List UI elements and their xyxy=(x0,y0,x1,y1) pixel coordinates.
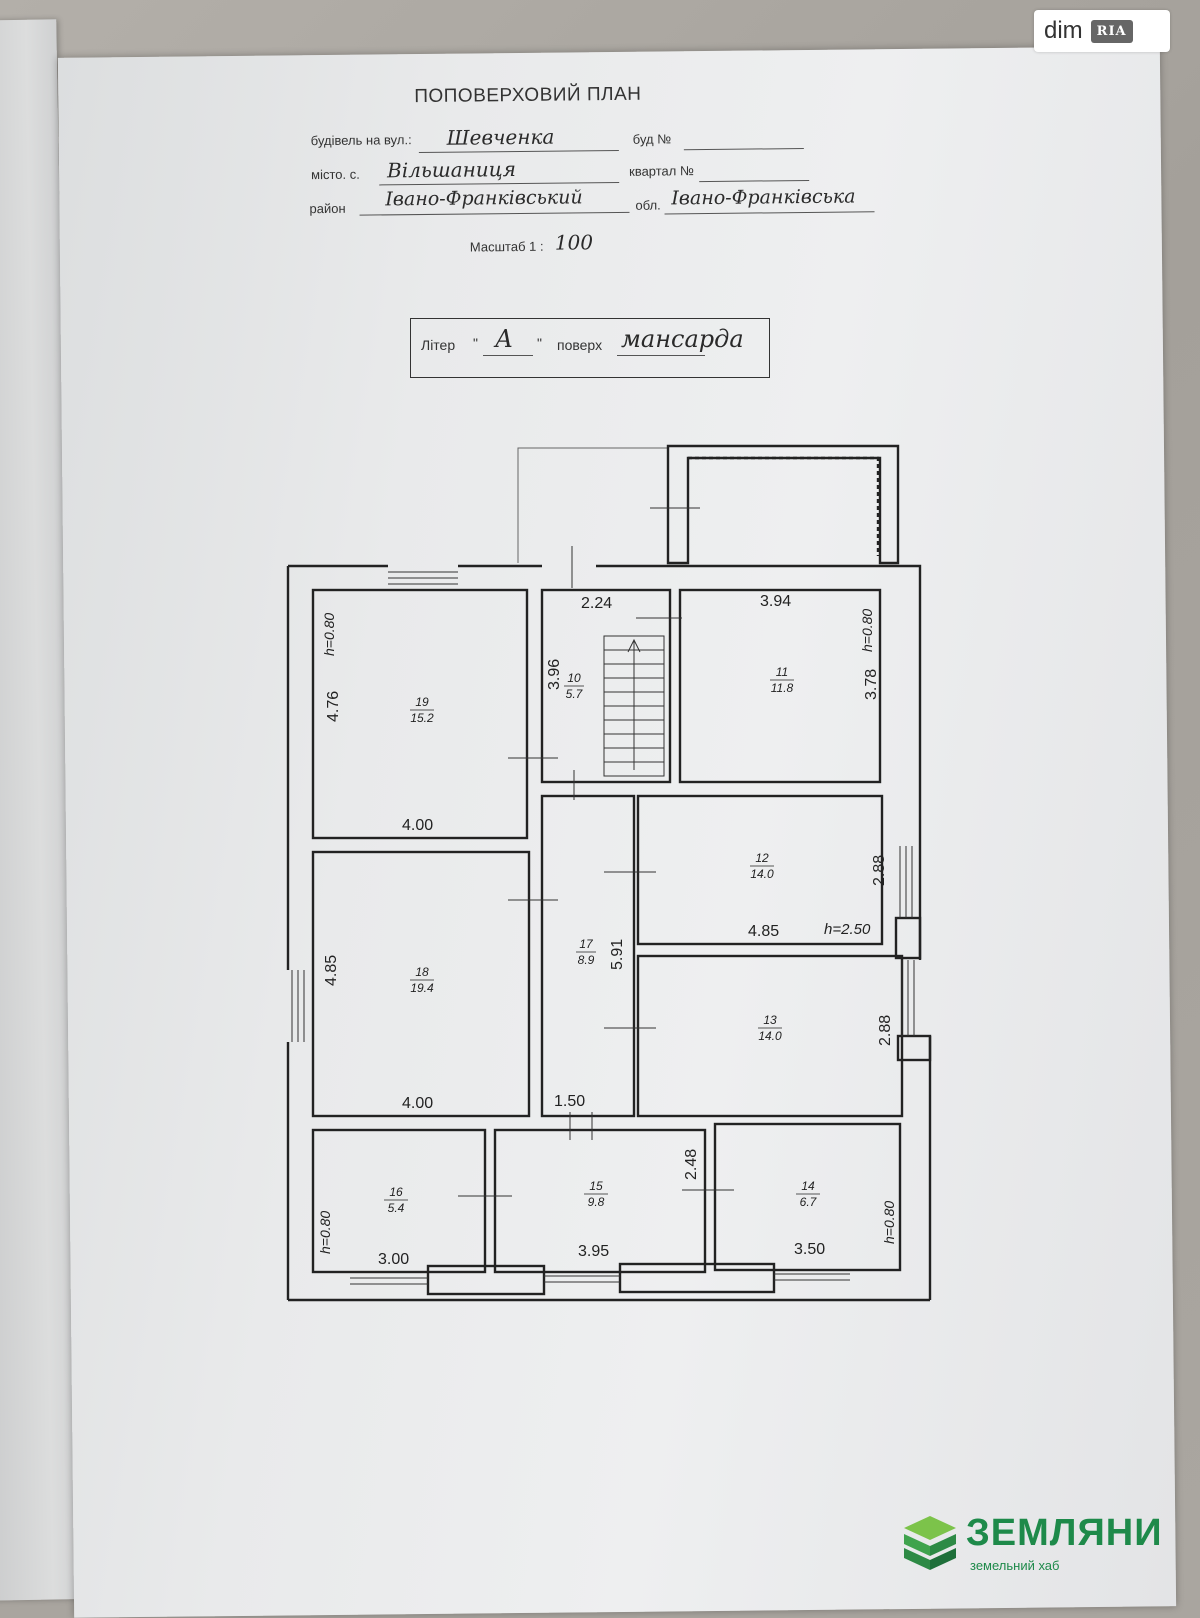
dim-label: 4.85 xyxy=(748,923,779,940)
balcony-dashed-rail xyxy=(688,456,880,556)
room-number: 15 xyxy=(589,1179,603,1193)
dim-label: 3.78 xyxy=(863,669,880,700)
liter-quote-open: " xyxy=(473,335,478,351)
room-16-outline xyxy=(311,1128,487,1274)
outer-wall-right-b xyxy=(898,564,922,960)
dim-label: 2.48 xyxy=(683,1149,700,1180)
room-19-label: 19 15.2 xyxy=(410,695,434,725)
room-14-outline xyxy=(713,1122,902,1272)
dim-label: 3.94 xyxy=(760,593,791,610)
height-label: h=0.80 xyxy=(321,613,337,656)
room-19-outline xyxy=(311,588,529,840)
floor-underline xyxy=(617,355,705,356)
room-18-label: 18 19.4 xyxy=(410,965,434,995)
ria-badge: RIA xyxy=(1090,19,1133,43)
brand-subtitle: земельний хаб xyxy=(970,1558,1060,1573)
staircase xyxy=(603,635,665,777)
dim-label: 3.95 xyxy=(578,1243,609,1260)
height-labels: h=0.80 h=0.80 h=2.50 h=0.80 h=0.80 xyxy=(317,609,897,1254)
room-number: 11 xyxy=(776,665,788,679)
room-area: 11.8 xyxy=(771,681,794,695)
room-area: 14.0 xyxy=(750,867,774,881)
room-15-outline xyxy=(493,1128,707,1274)
dim-label: 3.50 xyxy=(794,1241,825,1258)
plan-structure xyxy=(286,444,932,1302)
room-17-outline xyxy=(540,794,636,1118)
liter-label: Літер xyxy=(421,337,456,353)
dim-label: 4.85 xyxy=(323,955,340,986)
room-area: 15.2 xyxy=(410,711,434,725)
room-area: 5.4 xyxy=(388,1201,405,1215)
windows xyxy=(291,571,915,1285)
room-area: 14.0 xyxy=(758,1029,782,1043)
room-area: 9.8 xyxy=(588,1195,605,1209)
room-15-label: 15 9.8 xyxy=(584,1179,608,1209)
room-number: 14 xyxy=(801,1179,815,1193)
height-label: h=0.80 xyxy=(317,1211,333,1254)
dimension-labels: 2.24 3.94 4.76 3.96 3.78 4.00 2.88 4.85 … xyxy=(323,593,894,1268)
room-number: 18 xyxy=(415,965,429,979)
room-11-outline xyxy=(678,588,882,784)
wall-pier-bottom-b xyxy=(618,1262,776,1294)
height-label: h=2.50 xyxy=(824,921,871,938)
dim-text: dim xyxy=(1044,17,1083,44)
liter-value: А xyxy=(495,325,514,353)
wall-pier-bottom-a xyxy=(426,1264,546,1296)
dim-label: 2.88 xyxy=(877,1015,894,1046)
room-12-label: 12 14.0 xyxy=(750,851,774,881)
dim-label: 2.24 xyxy=(581,595,612,612)
room-10-outline xyxy=(540,588,672,784)
dim-label: 4.76 xyxy=(325,691,342,722)
room-area: 19.4 xyxy=(410,981,434,995)
room-17-label: 17 8.9 xyxy=(576,937,596,967)
balcony-wall xyxy=(666,444,900,565)
room-number: 19 xyxy=(415,695,429,709)
room-number: 16 xyxy=(389,1185,403,1199)
floor-label: поверх xyxy=(557,337,603,353)
dim-label: 5.91 xyxy=(609,939,626,970)
dim-label: 1.50 xyxy=(554,1093,585,1110)
door-marks xyxy=(458,507,734,1197)
zemlyany-logo-icon xyxy=(904,1516,956,1570)
floor-value: мансарда xyxy=(621,325,744,353)
room-14-label: 14 6.7 xyxy=(796,1179,820,1209)
dim-label: 2.88 xyxy=(871,855,888,886)
height-label: h=0.80 xyxy=(881,1201,897,1244)
room-11-label: 11 11.8 xyxy=(770,665,794,695)
zemlyany-watermark: ЗЕМЛЯНИ земельний хаб xyxy=(900,1512,1170,1582)
room-13-label: 13 14.0 xyxy=(758,1013,782,1043)
room-labels: 19 15.2 10 5.7 11 11.8 12 14.0 18 19.4 1… xyxy=(384,665,820,1215)
dim-label: 3.00 xyxy=(378,1251,409,1268)
dimria-watermark: dim RIA xyxy=(1034,10,1170,52)
liter-underline xyxy=(483,355,533,356)
dim-label: 3.96 xyxy=(546,659,563,690)
room-number: 12 xyxy=(755,851,769,865)
room-area: 5.7 xyxy=(566,687,584,701)
room-area: 8.9 xyxy=(578,953,595,967)
room-number: 17 xyxy=(579,937,594,951)
dim-label: 4.00 xyxy=(402,817,433,834)
wall-pier-right xyxy=(894,916,922,960)
room-10-label: 10 5.7 xyxy=(564,671,584,701)
room-16-label: 16 5.4 xyxy=(384,1185,408,1215)
height-label: h=0.80 xyxy=(859,609,875,652)
room-12-outline xyxy=(636,794,884,946)
room-number: 13 xyxy=(763,1013,777,1027)
liter-box: Літер " А " поверх мансарда xyxy=(410,318,770,378)
balcony-outline xyxy=(517,447,668,563)
dim-label: 4.00 xyxy=(402,1095,433,1112)
room-area: 6.7 xyxy=(800,1195,818,1209)
room-number: 10 xyxy=(567,671,581,685)
room-18-outline xyxy=(311,850,531,1118)
liter-quote-close: " xyxy=(537,335,542,351)
brand-name: ЗЕМЛЯНИ xyxy=(966,1512,1163,1554)
